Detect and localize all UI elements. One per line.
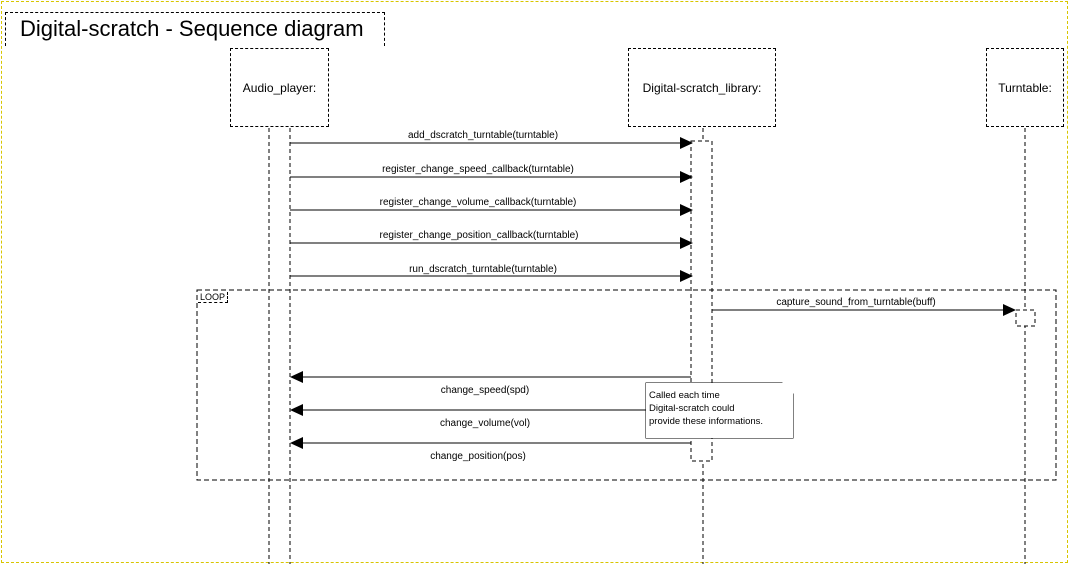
note-line-1: Called each time	[649, 390, 720, 401]
note: Called each time Digital-scratch could p…	[646, 383, 793, 438]
message-arrow-5	[290, 270, 693, 282]
message-arrow-9	[290, 437, 691, 449]
diagram-title: Digital-scratch - Sequence diagram	[20, 16, 364, 41]
note-line-3: provide these informations.	[649, 416, 764, 427]
title-box	[5, 12, 385, 46]
message-label-7: change_speed(spd)	[440, 385, 530, 396]
message-label-2: register_change_speed_callback(turntable…	[382, 164, 574, 175]
activation-library	[690, 140, 713, 462]
message-label-6: capture_sound_from_turntable(buff)	[776, 297, 936, 308]
message-arrow-4	[290, 237, 693, 249]
activation-turntable	[1015, 309, 1036, 327]
note-line-2: Digital-scratch could	[649, 403, 735, 414]
message-arrow-6	[712, 304, 1016, 316]
actor-turntable-label: Turntable:	[998, 80, 1052, 95]
message-label-8: change_volume(vol)	[439, 418, 531, 429]
message-label-5: run_dscratch_turntable(turntable)	[409, 264, 557, 275]
message-label-4: register_change_position_callback(turnta…	[379, 230, 579, 241]
message-arrow-2	[290, 171, 693, 183]
message-arrow-3	[290, 204, 693, 216]
loop-label: LOOP	[198, 292, 229, 303]
message-label-9: change_position(pos)	[430, 451, 526, 462]
actor-turntable: Turntable:	[986, 48, 1064, 127]
actor-library-label: Digital-scratch_library:	[642, 80, 762, 95]
message-label-1: add_dscratch_turntable(turntable)	[407, 130, 559, 141]
message-arrow-1	[290, 137, 693, 149]
actor-audio-player: Audio_player:	[230, 48, 329, 127]
actor-audio-player-label: Audio_player:	[242, 80, 317, 95]
actor-library: Digital-scratch_library:	[628, 48, 776, 127]
message-arrow-8	[290, 404, 691, 416]
loop-fragment	[196, 289, 1057, 481]
message-label-3: register_change_volume_callback(turntabl…	[379, 197, 577, 208]
message-arrow-7	[290, 371, 691, 383]
